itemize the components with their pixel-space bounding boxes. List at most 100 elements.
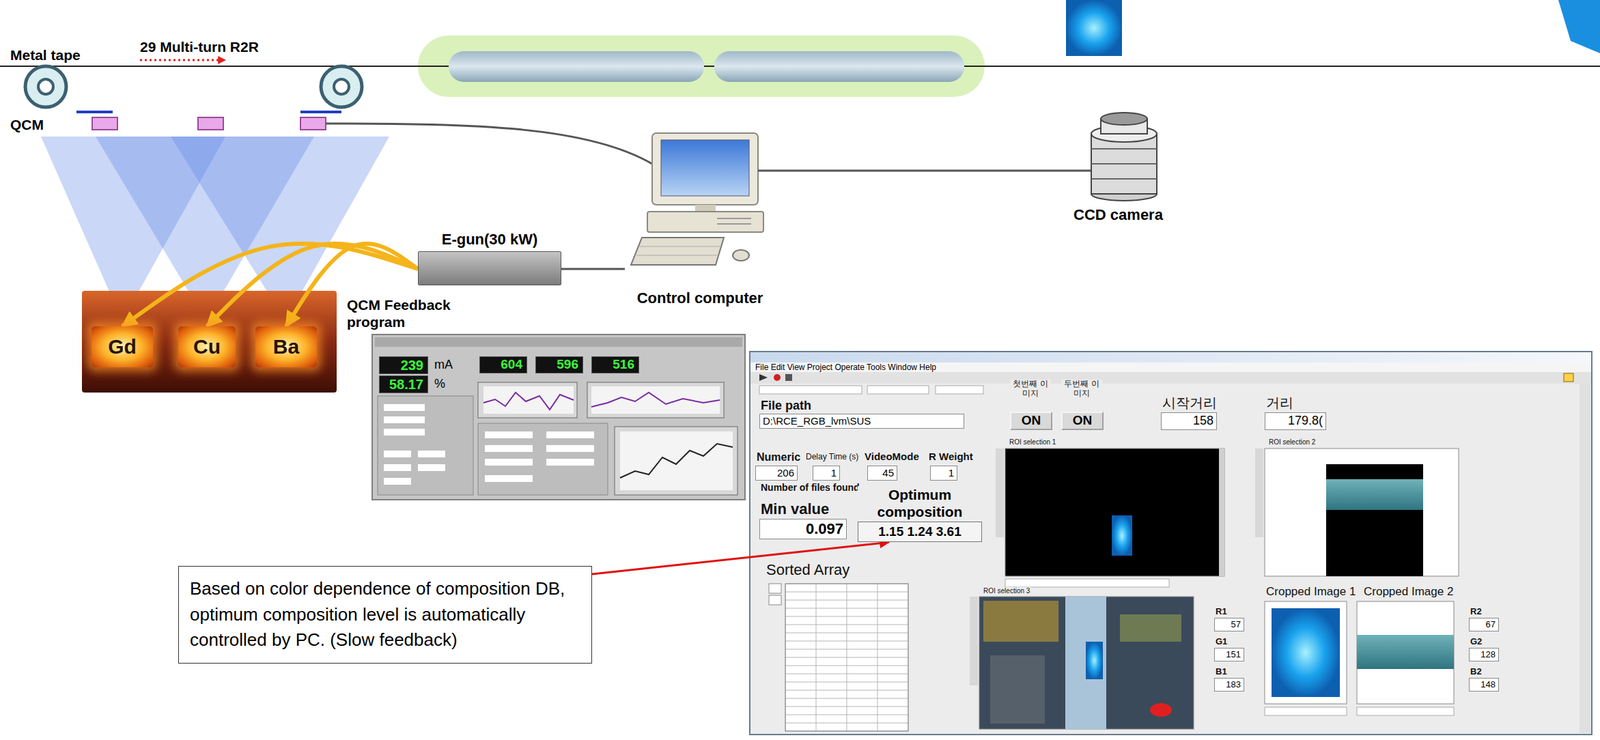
diagram-label: 29 Multi-turn R2R xyxy=(139,38,259,56)
feedback-screenshot xyxy=(383,428,425,436)
roller xyxy=(25,66,67,108)
tube-cylinder xyxy=(448,51,965,82)
feedback-screenshot xyxy=(417,450,446,458)
vision-screenshot xyxy=(1005,579,1170,588)
node-label: Gd xyxy=(107,335,137,359)
panel-label: 거리 xyxy=(1264,394,1295,412)
vision-screenshot xyxy=(1271,608,1340,698)
camera-icon xyxy=(1091,178,1157,180)
numeric-field: 0.097 xyxy=(759,518,847,540)
vision-screenshot xyxy=(773,374,781,382)
feedback-screenshot xyxy=(417,464,446,472)
panel-label: ROI selection 1 xyxy=(1007,438,1058,447)
qcm-sensor xyxy=(76,111,342,130)
numeric-field: 158 xyxy=(1160,412,1217,431)
panel-label: R1 xyxy=(1214,606,1229,618)
vision-screenshot xyxy=(750,372,1592,384)
signal-wire xyxy=(325,123,653,164)
path-field: D:\RCE_RGB_lvm\SUS xyxy=(759,413,965,429)
feedback-screenshot xyxy=(478,382,578,418)
vision-screenshot xyxy=(1065,596,1107,730)
panel-label: 두번째 이미지 xyxy=(1061,379,1103,399)
vision-screenshot xyxy=(1356,635,1454,670)
computer-icon xyxy=(717,223,752,225)
roller xyxy=(25,66,362,108)
feedback-screenshot xyxy=(546,445,595,453)
feedback-screenshot xyxy=(374,337,743,347)
vision-screenshot xyxy=(1264,601,1347,705)
panel-label: 시작거리 xyxy=(1160,394,1219,412)
node-label: Ba xyxy=(273,335,300,359)
vision-screenshot xyxy=(1149,703,1172,718)
vision-screenshot xyxy=(983,600,1059,642)
feedback-screenshot xyxy=(383,404,425,412)
vision-screenshot xyxy=(1563,373,1574,382)
feedback-screenshot xyxy=(372,334,746,500)
vision-screenshot xyxy=(867,385,929,395)
panel-label: R Weight xyxy=(927,450,975,463)
numeric-field: 151 xyxy=(1214,648,1245,662)
vision-screenshot xyxy=(750,352,1592,363)
electron-gun: E-gun(30 kW) xyxy=(417,230,562,286)
beam-arrow xyxy=(206,243,418,327)
vision-screenshot xyxy=(969,596,978,686)
vision-screenshot xyxy=(1218,448,1225,577)
control-wire xyxy=(561,268,625,271)
callout-box: Based on color dependence of composition… xyxy=(178,566,593,664)
feedback-screenshot xyxy=(483,386,574,414)
computer-icon xyxy=(652,133,759,205)
feedback-screenshot xyxy=(478,423,608,496)
computer-icon xyxy=(639,246,722,248)
panel-label: 첫번째 이미지 xyxy=(1009,379,1051,399)
vision-screenshot xyxy=(935,385,984,395)
digital-display: 604 xyxy=(479,356,528,374)
roller xyxy=(320,66,362,108)
crucible-source: Gd xyxy=(91,326,153,368)
vision-screenshot xyxy=(1356,707,1454,716)
computer-icon xyxy=(630,237,724,265)
node-label: Optimum composition xyxy=(857,486,982,521)
node-label: E-gun(30 kW) xyxy=(417,230,562,252)
vision-screenshot xyxy=(990,655,1045,724)
camera-icon xyxy=(1091,163,1157,165)
vision-screenshot xyxy=(1326,479,1424,511)
camera-icon xyxy=(1100,112,1148,125)
feedback-screenshot xyxy=(620,443,733,479)
vision-screenshot xyxy=(1119,614,1182,642)
vision-screenshot xyxy=(1005,448,1225,577)
feedback-screenshot xyxy=(614,426,738,496)
vision-screenshot xyxy=(785,374,793,382)
camera-icon xyxy=(1091,148,1157,150)
vision-screenshot xyxy=(1264,448,1459,577)
digital-display: 58.17 xyxy=(379,375,429,394)
node-label: Control computer xyxy=(637,289,764,308)
computer-icon xyxy=(732,249,750,261)
feedback-screenshot xyxy=(484,475,533,483)
device-icon: CCD camera xyxy=(1065,114,1172,224)
light-spot xyxy=(1065,0,1122,56)
numeric-field: 128 xyxy=(1468,648,1499,662)
vision-screenshot xyxy=(1264,707,1347,716)
feedback-screenshot xyxy=(383,464,412,472)
vision-screenshot xyxy=(759,385,862,395)
node-label: Based on color dependence of composition… xyxy=(189,576,581,654)
value-indicator: Optimum composition1.15 1.24 3.61 xyxy=(857,486,982,543)
digital-display: 239 xyxy=(379,356,429,375)
computer-icon xyxy=(630,133,776,265)
vision-screenshot xyxy=(1579,383,1591,734)
roller xyxy=(38,79,54,95)
computer-icon xyxy=(636,255,719,257)
vision-screenshot xyxy=(768,583,782,594)
glow-tube xyxy=(417,35,985,97)
corner-mark xyxy=(1558,0,1600,54)
numeric-field: 179.8( xyxy=(1264,412,1327,431)
digital-display: 596 xyxy=(535,356,584,374)
computer-icon xyxy=(647,211,764,233)
vision-screenshot xyxy=(1356,601,1454,705)
diagram-label: QCM xyxy=(10,116,44,134)
panel-label: Number of files found xyxy=(759,482,862,494)
computer-icon xyxy=(661,139,750,196)
roller xyxy=(333,79,349,95)
crucible-source: Cu xyxy=(178,326,236,368)
tube-cylinder xyxy=(448,51,705,82)
